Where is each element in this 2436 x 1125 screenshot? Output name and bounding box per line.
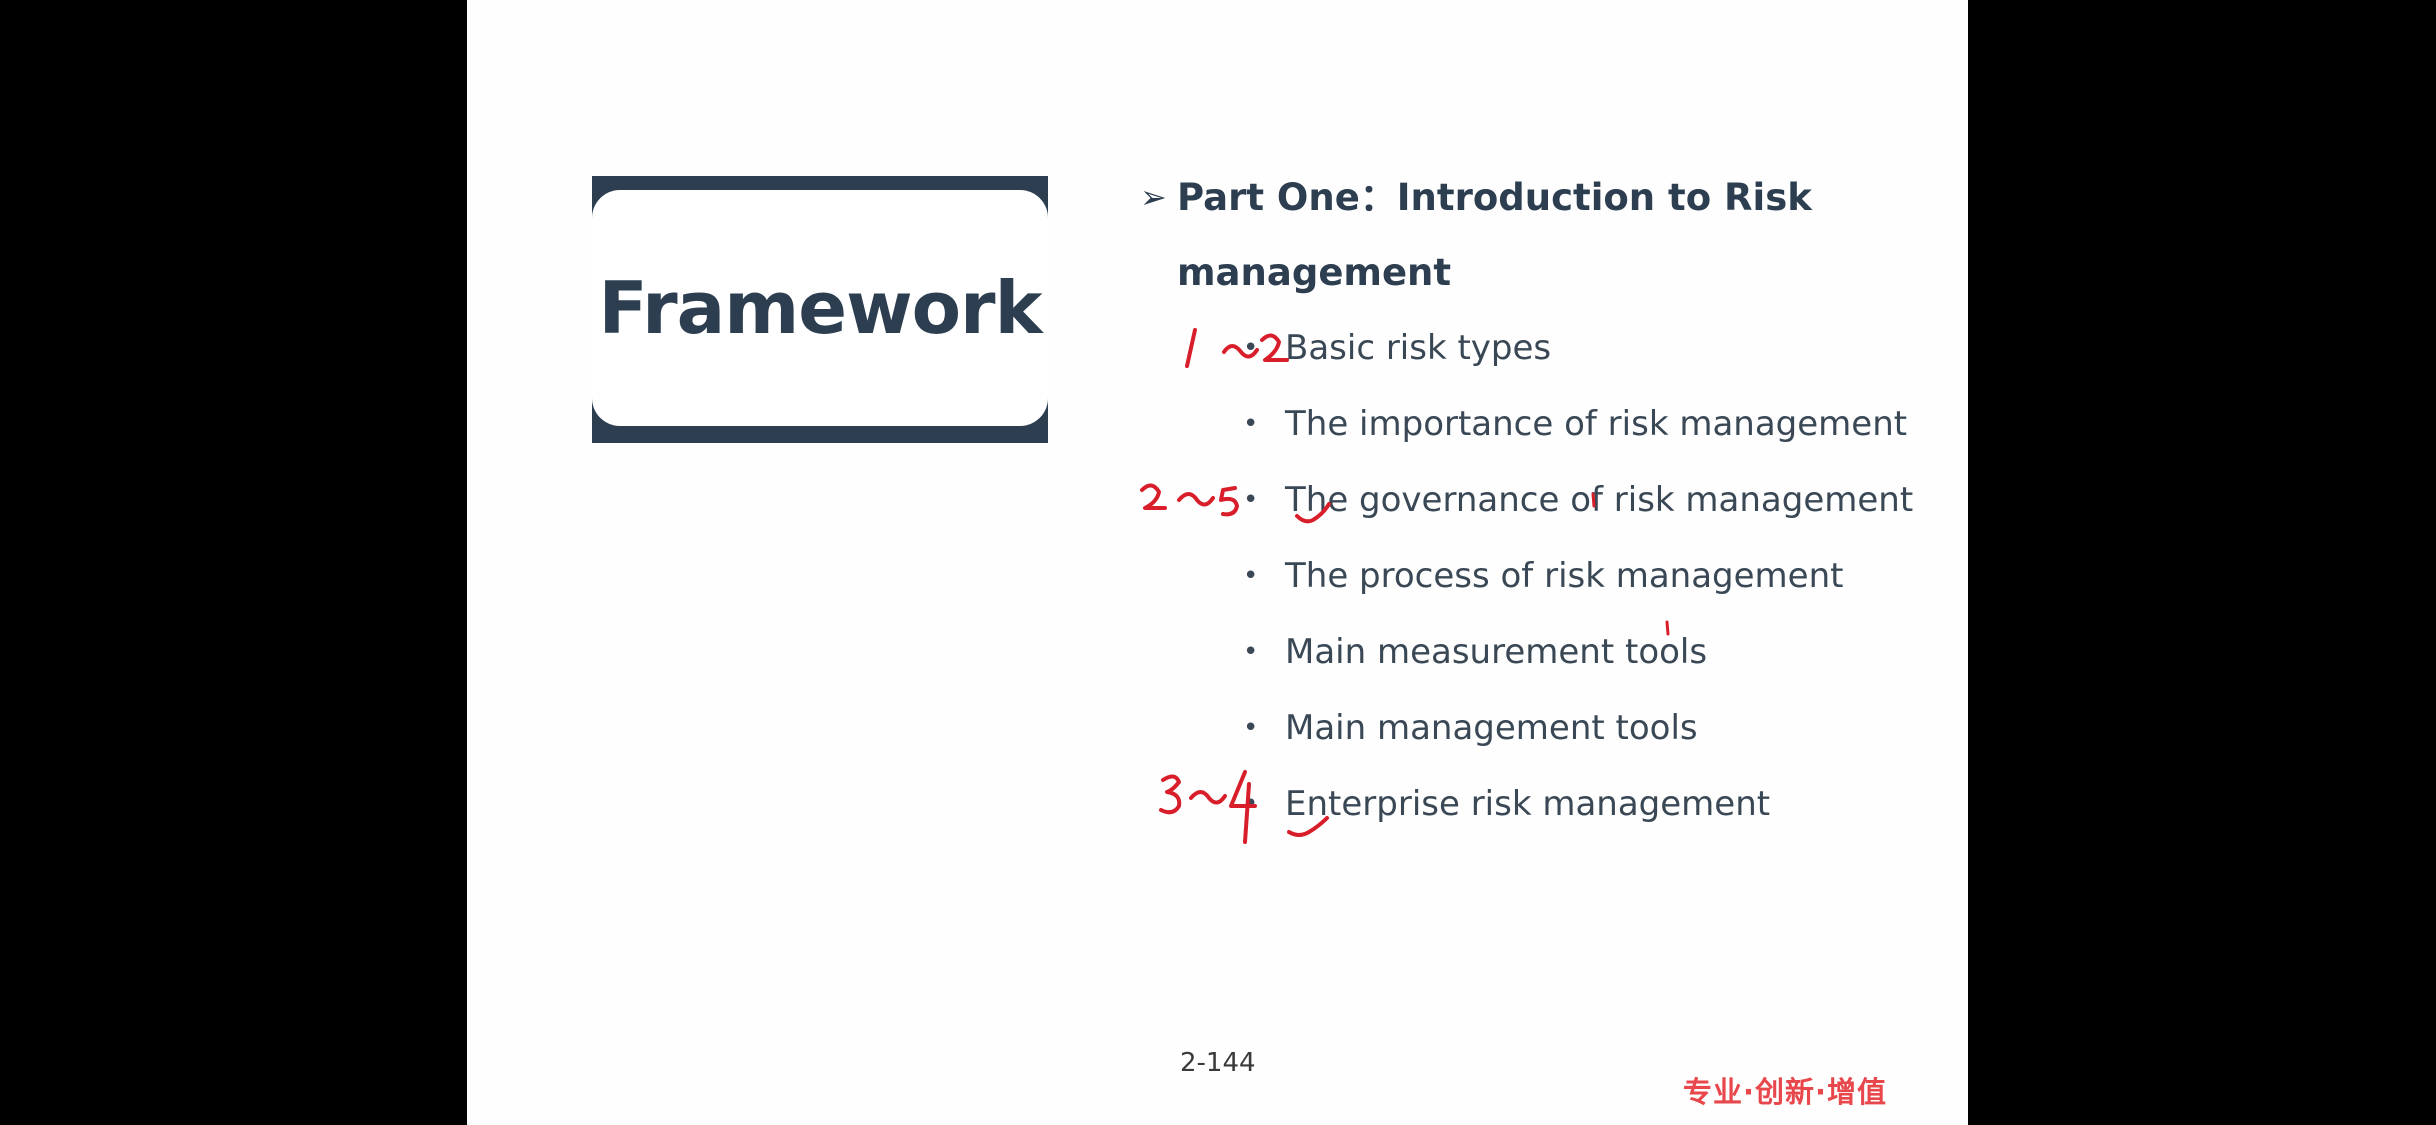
- topic-item-importance: • The importance of risk management: [1227, 386, 1913, 462]
- bullet-dot-icon: •: [1243, 637, 1259, 667]
- bullet-dot-icon: •: [1243, 333, 1259, 363]
- part-heading: ➢ Part One：Introduction to Risk manageme…: [1140, 160, 1937, 310]
- topic-item-enterprise-risk: • Enterprise risk management: [1227, 766, 1913, 842]
- topic-item-management-tools: • Main management tools: [1227, 690, 1913, 766]
- bullet-dot-icon: •: [1243, 485, 1259, 515]
- topic-item-governance: • The governance of risk management: [1227, 462, 1913, 538]
- presentation-slide: Framework ➢ Part One：Introduction to Ris…: [467, 0, 1968, 1125]
- right-letterbox: [1968, 0, 2436, 1125]
- bullet-dot-icon: •: [1243, 561, 1259, 591]
- topic-item-measurement-tools: • Main measurement tools: [1227, 614, 1913, 690]
- topic-item-basic-risk-types: • Basic risk types: [1227, 310, 1913, 386]
- topic-label: Enterprise risk management: [1285, 784, 1771, 824]
- left-letterbox: [0, 0, 467, 1125]
- topic-label: Main measurement tools: [1285, 632, 1708, 672]
- topic-label: Basic risk types: [1285, 328, 1552, 368]
- topic-label: The process of risk management: [1285, 556, 1844, 596]
- framework-title-inner: Framework: [592, 190, 1048, 426]
- topic-label: The governance of risk management: [1285, 480, 1914, 520]
- topic-label: Main management tools: [1285, 708, 1698, 748]
- framework-title: Framework: [598, 266, 1043, 350]
- bullet-dot-icon: •: [1243, 409, 1259, 439]
- part-heading-text: Part One：Introduction to Risk management: [1177, 176, 1812, 294]
- bullet-dot-icon: •: [1243, 713, 1259, 743]
- page-number: 2-144: [1180, 1048, 1256, 1078]
- topic-item-process: • The process of risk management: [1227, 538, 1913, 614]
- bullet-dot-icon: •: [1243, 789, 1259, 819]
- topic-label: The importance of risk management: [1285, 404, 1908, 444]
- arrow-bullet-icon: ➢: [1140, 178, 1167, 216]
- topic-list: • Basic risk types • The importance of r…: [1227, 310, 1913, 842]
- framework-title-box: Framework: [592, 176, 1048, 443]
- slogan-footer: 专业·创新·增值: [1683, 1075, 1888, 1109]
